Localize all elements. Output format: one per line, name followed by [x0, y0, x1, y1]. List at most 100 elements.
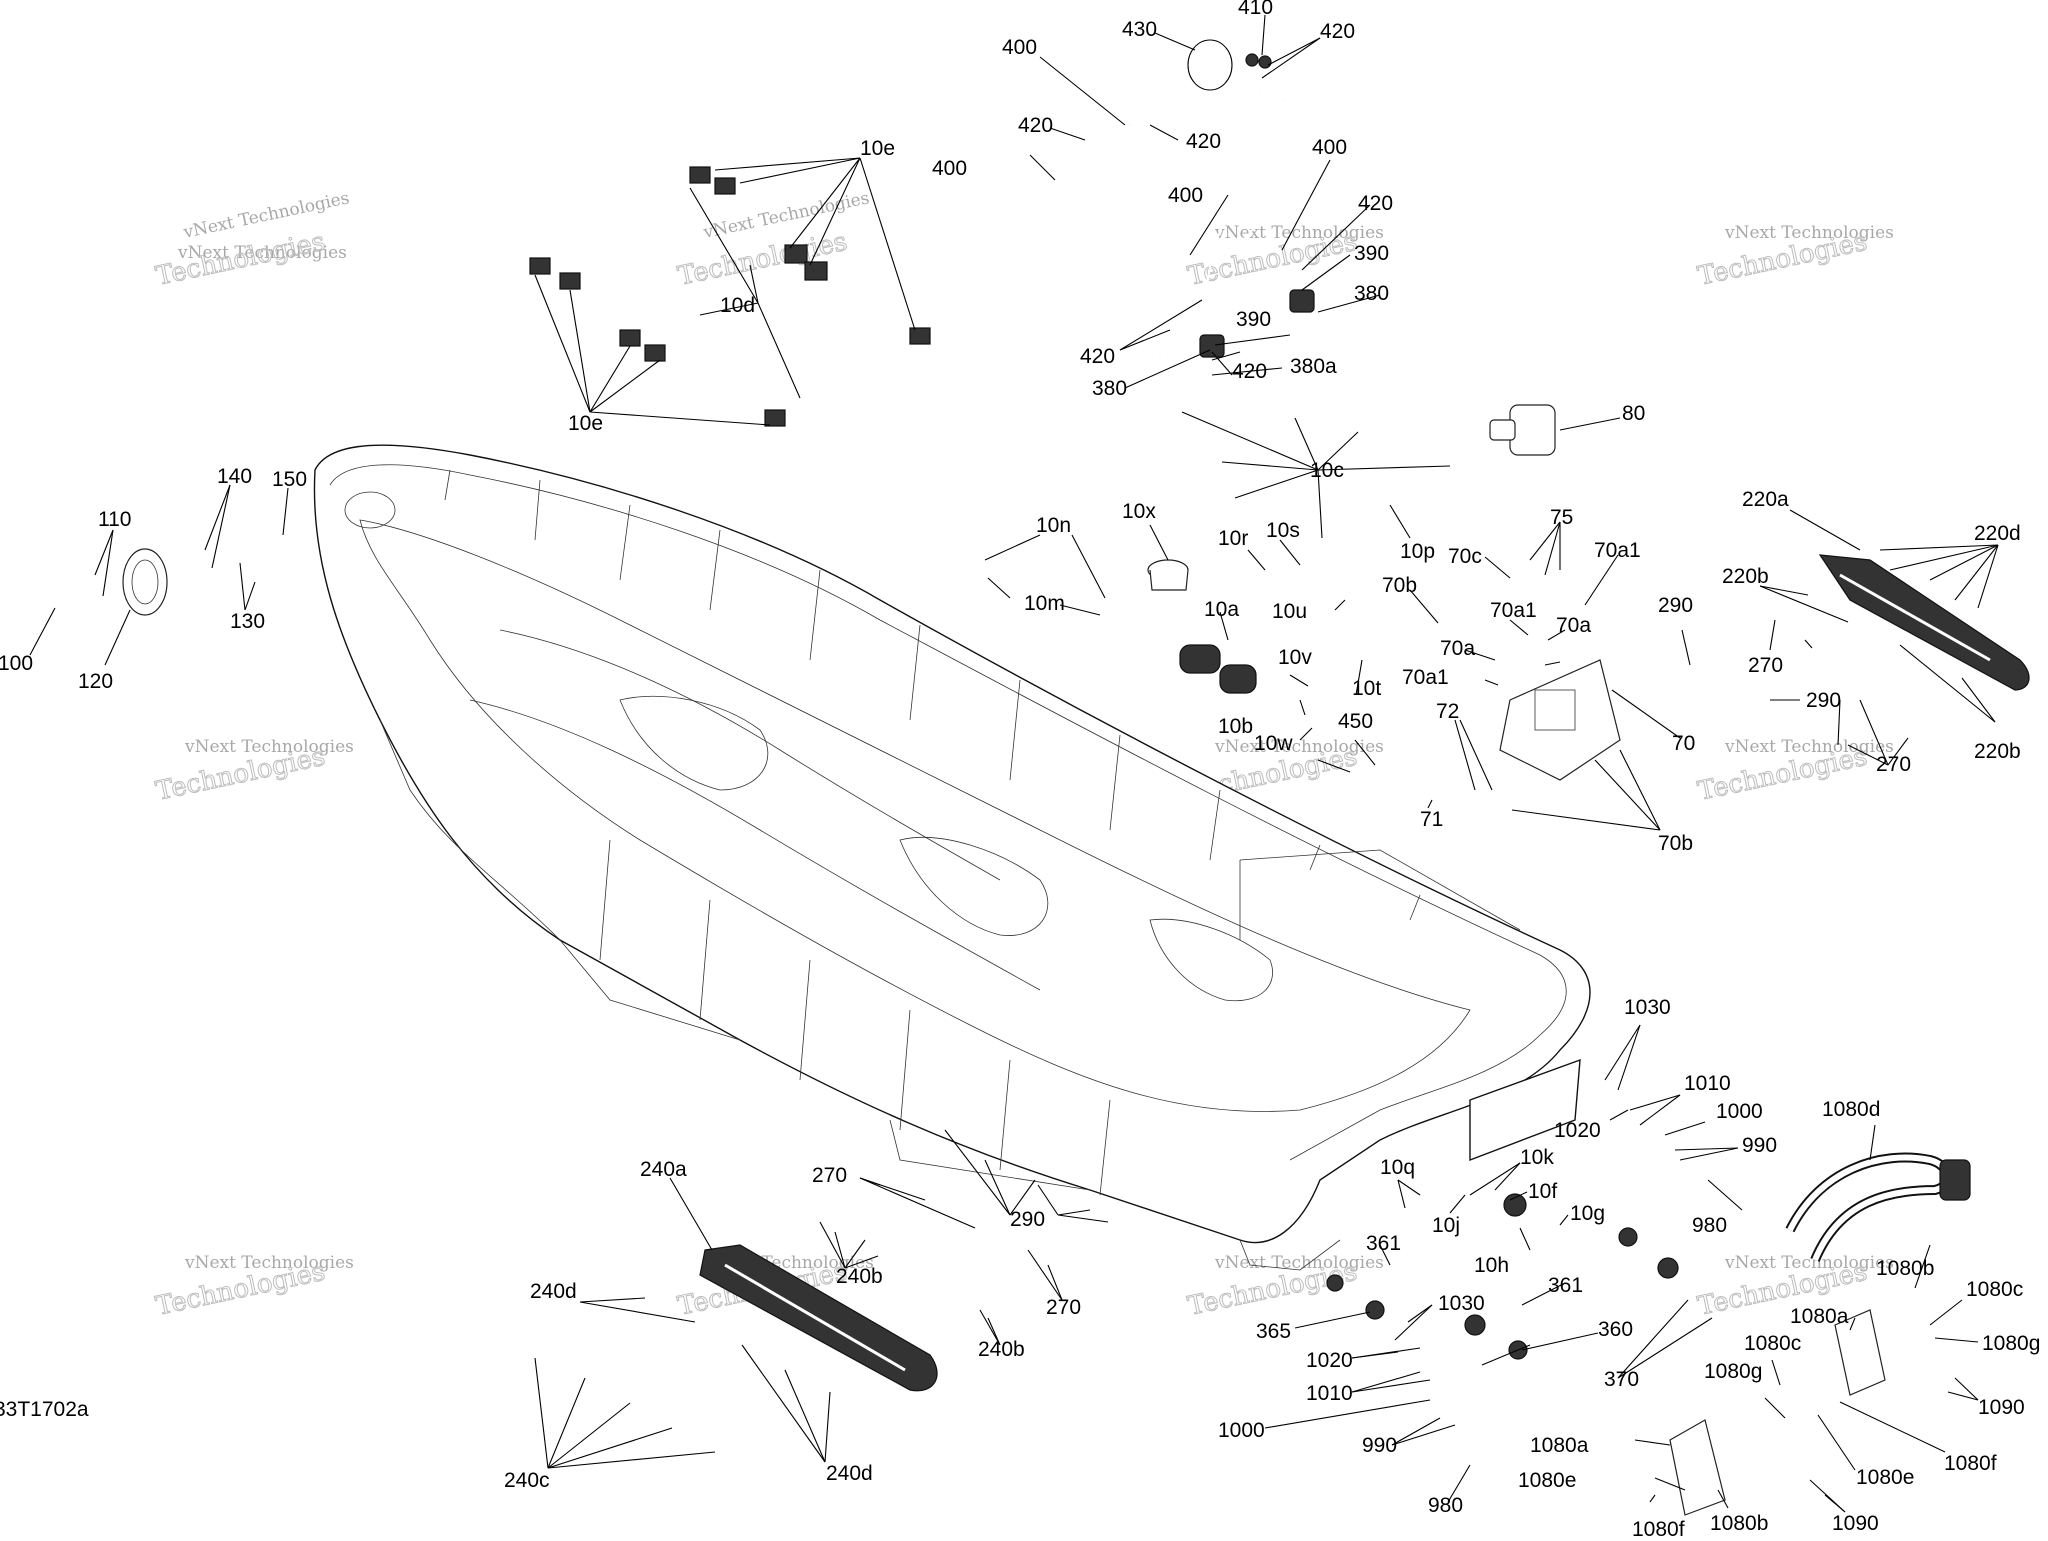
callout-1000: 1000 — [1716, 1100, 1763, 1123]
svg-text:vNext Technologies: vNext Technologies — [1214, 1253, 1384, 1273]
callout-10h: 10h — [1474, 1254, 1509, 1277]
hose-400-right — [1204, 89, 1292, 301]
callout-290: 290 — [1010, 1208, 1045, 1231]
callout-70c: 70c — [1448, 545, 1482, 568]
callout-1000: 1000 — [1218, 1419, 1265, 1442]
callout-75: 75 — [1550, 506, 1573, 529]
callout-400: 400 — [1002, 36, 1037, 59]
watermark-top-center-left: vNext Technologies Technologies — [675, 188, 872, 292]
plate-1080a — [1669, 1309, 1886, 1516]
callout-1080d: 1080d — [1822, 1098, 1880, 1121]
callout-1030: 1030 — [1438, 1292, 1485, 1315]
svg-text:vNext Technologies: vNext Technologies — [1724, 737, 1894, 757]
callout-980: 980 — [1692, 1214, 1727, 1237]
callout-10m: 10m — [1024, 592, 1065, 615]
callout-71: 71 — [1420, 808, 1443, 831]
sensor-80 — [1489, 404, 1556, 456]
watermark-mid-left: vNext Technologies Technologies — [153, 737, 354, 807]
callout-1080a: 1080a — [1790, 1305, 1849, 1328]
callout-990: 990 — [1742, 1134, 1777, 1157]
callout-240d: 240d — [530, 1280, 577, 1303]
callout-10b: 10b — [1218, 715, 1253, 738]
callout-70b: 70b — [1658, 832, 1693, 855]
callout-72: 72 — [1436, 700, 1459, 723]
callout-290: 290 — [1806, 689, 1841, 712]
callout-220a: 220a — [1742, 488, 1789, 511]
callout-1030: 1030 — [1624, 996, 1671, 1019]
handle-240a — [699, 1244, 938, 1392]
callout-10g: 10g — [1570, 1202, 1605, 1225]
watermark-bottom-center-right: vNext Technologies Technologies — [1185, 1253, 1384, 1322]
callout-10f: 10f — [1528, 1180, 1557, 1203]
callout-270: 270 — [1876, 753, 1911, 776]
callout-1010: 1010 — [1684, 1072, 1731, 1095]
svg-text:vNext Technologies: vNext Technologies — [1724, 223, 1894, 243]
callout-361: 361 — [1366, 1232, 1401, 1255]
callout-240b: 240b — [978, 1338, 1025, 1361]
callout-450: 450 — [1338, 710, 1373, 733]
callout-390: 390 — [1354, 242, 1389, 265]
callout-400: 400 — [1168, 184, 1203, 207]
callout-420: 420 — [1080, 345, 1115, 368]
callout-1090: 1090 — [1832, 1512, 1879, 1535]
callout-100: 100 — [0, 652, 33, 675]
callout-1080f: 1080f — [1632, 1518, 1685, 1536]
figure-code: 33T1702a — [0, 1398, 89, 1421]
callout-10s: 10s — [1266, 519, 1300, 542]
callout-1080a: 1080a — [1530, 1434, 1589, 1457]
svg-text:Technologies: Technologies — [153, 227, 328, 292]
callout-10d: 10d — [720, 294, 755, 317]
callout-370: 370 — [1604, 1368, 1639, 1391]
callout-1080b: 1080b — [1710, 1512, 1768, 1535]
callout-240b: 240b — [836, 1265, 883, 1288]
callout-380: 380 — [1092, 377, 1127, 400]
cover-120 — [122, 548, 168, 616]
callout-1080f: 1080f — [1944, 1452, 1997, 1475]
callout-70a1: 70a1 — [1402, 666, 1449, 689]
hull-body — [313, 444, 1591, 1271]
callout-70b: 70b — [1382, 574, 1417, 597]
callout-290: 290 — [1658, 594, 1693, 617]
callout-420: 420 — [1186, 130, 1221, 153]
callout-270: 270 — [1748, 654, 1783, 677]
callout-360: 360 — [1598, 1318, 1633, 1341]
callout-10j: 10j — [1432, 1214, 1460, 1237]
watermark-top-right: vNext Technologies Technologies — [1695, 223, 1894, 292]
callout-220d: 220d — [1974, 522, 2021, 545]
callout-980: 980 — [1428, 1494, 1463, 1517]
callout-220b: 220b — [1722, 565, 1769, 588]
callout-1020: 1020 — [1306, 1349, 1353, 1372]
svg-text:vNext Technologies: vNext Technologies — [184, 1253, 354, 1273]
tether-430 — [1187, 39, 1272, 91]
callout-1010: 1010 — [1306, 1382, 1353, 1405]
svg-text:vNext Technologies: vNext Technologies — [701, 188, 871, 243]
callout-400: 400 — [932, 157, 967, 180]
callout-365: 365 — [1256, 1320, 1291, 1343]
callout-150: 150 — [272, 468, 307, 491]
callout-10k: 10k — [1520, 1146, 1554, 1169]
callout-70: 70 — [1672, 732, 1695, 755]
callout-10u: 10u — [1272, 600, 1307, 623]
watermark-bottom-left: vNext Technologies Technologies — [153, 1253, 354, 1322]
callout-140: 140 — [217, 465, 252, 488]
callout-240d: 240d — [826, 1462, 873, 1485]
svg-text:vNext Technologies: vNext Technologies — [184, 737, 354, 757]
callout-410: 410 — [1238, 0, 1273, 19]
callout-420: 420 — [1358, 192, 1393, 215]
callout-70a: 70a — [1440, 637, 1475, 660]
callout-10e: 10e — [568, 412, 603, 435]
callout-380: 380 — [1354, 282, 1389, 305]
callout-430: 430 — [1122, 18, 1157, 41]
bracket-70 — [1499, 659, 1621, 781]
drain-plugs — [1326, 1193, 1679, 1360]
callout-1020: 1020 — [1554, 1119, 1601, 1142]
vent-10x-10a-10b — [1147, 559, 1257, 694]
callout-10r: 10r — [1218, 527, 1248, 550]
callout-361: 361 — [1548, 1274, 1583, 1297]
callout-110: 110 — [98, 508, 131, 531]
callout-1080c: 1080c — [1744, 1332, 1801, 1355]
callout-1090: 1090 — [1978, 1396, 2025, 1419]
svg-text:vNext Technologies: vNext Technologies — [1724, 1253, 1894, 1273]
leader-lines — [29, 14, 1999, 1513]
